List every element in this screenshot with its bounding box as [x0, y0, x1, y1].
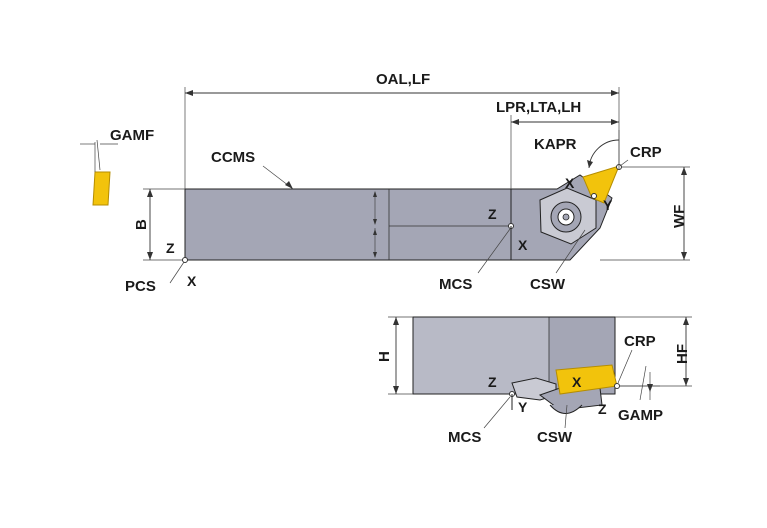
oal-lf-label: OAL,LF — [376, 71, 430, 88]
mcs-leader-top — [477, 228, 511, 274]
pcs-x-axis: X — [187, 273, 197, 289]
mcs-label-bottom: MCS — [448, 429, 481, 446]
mcs-bottom-y-axis: Y — [518, 399, 528, 415]
csw-top-x-axis: X — [565, 175, 575, 191]
gamp-angle — [619, 365, 660, 401]
kapr-angle — [587, 130, 620, 170]
gamp-label: GAMP — [618, 407, 663, 424]
insert-clamp-top — [539, 187, 597, 245]
mcs-label-top: MCS — [439, 276, 472, 293]
ccms-label: CCMS — [211, 149, 255, 166]
crp-label-bottom: CRP — [624, 333, 656, 350]
insert-top-view — [582, 165, 620, 204]
pcs-point — [182, 257, 188, 263]
crp-label-top: CRP — [630, 144, 662, 161]
lpr-dimension — [510, 115, 619, 189]
b-label: B — [133, 219, 150, 230]
gamf-insert-detail — [80, 139, 118, 206]
csw-label-top: CSW — [530, 276, 566, 293]
mcs-bottom-z-axis: Z — [488, 374, 497, 390]
b-dimension — [143, 188, 185, 261]
csw-leader-bottom — [564, 404, 568, 429]
clamp-side-view — [511, 377, 603, 414]
shank-internal-dimension — [373, 191, 377, 258]
csw-bottom-z-axis: Z — [598, 401, 607, 417]
h-dimension — [388, 316, 413, 395]
mcs-top-z-axis: Z — [488, 206, 497, 222]
mcs-leader-bottom — [483, 396, 511, 429]
csw-leader-top — [555, 229, 586, 274]
h-label: H — [376, 351, 393, 362]
shank-body-top — [184, 188, 512, 261]
mcs-top-x-axis: X — [518, 237, 528, 253]
csw-point-top — [591, 193, 597, 199]
gamf-label: GAMF — [110, 127, 154, 144]
lpr-lta-lh-label: LPR,LTA,LH — [496, 99, 581, 116]
wf-label: WF — [671, 205, 688, 228]
wf-dimension — [600, 166, 690, 261]
kapr-label: KAPR — [534, 136, 577, 153]
crp-leader-bottom — [617, 349, 633, 384]
csw-bottom-x-axis: X — [572, 374, 582, 390]
pcs-label: PCS — [125, 278, 156, 295]
pcs-leader — [169, 261, 185, 284]
crp-leader-top — [619, 159, 629, 167]
pcs-z-axis: Z — [166, 240, 175, 256]
csw-top-y-axis: Y — [603, 197, 613, 213]
hf-label: HF — [674, 344, 691, 364]
crp-point-bottom — [614, 383, 620, 389]
csw-label-bottom: CSW — [537, 429, 573, 446]
